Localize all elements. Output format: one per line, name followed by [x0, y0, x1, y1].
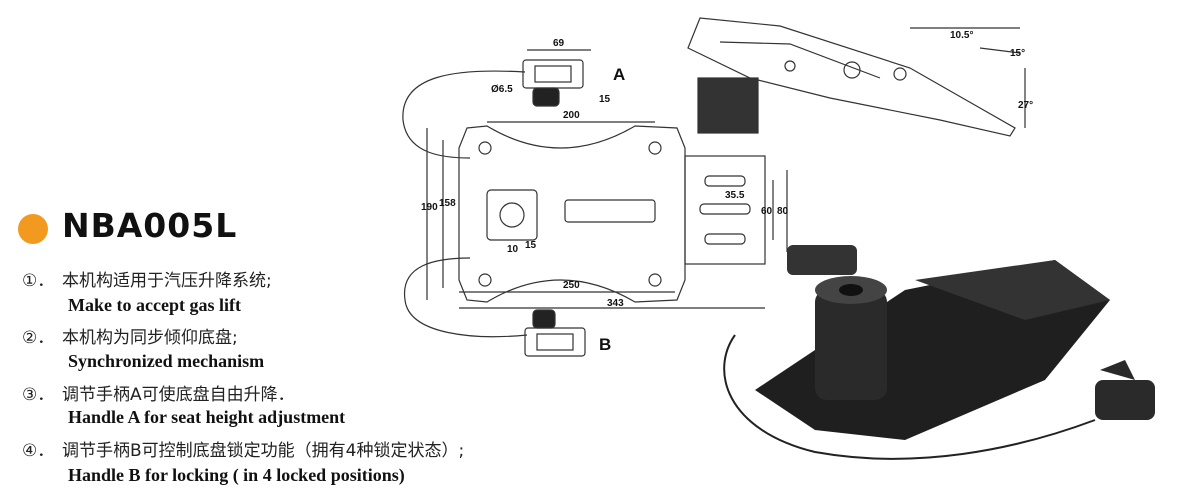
feature-1-cn: ①．本机构适用于汽压升降系统;: [22, 271, 272, 291]
dim-250: 250: [563, 280, 580, 291]
feature-2-cn: ②．本机构为同步倾仰底盘;: [22, 328, 238, 348]
product-photo: [723, 245, 1155, 460]
dim-15-a: 15: [599, 94, 611, 105]
dim-27-deg: 27°: [1018, 100, 1033, 111]
dim-60: 60: [761, 206, 773, 217]
handle-b-label: B: [599, 335, 611, 354]
dim-35-5: 35.5: [725, 190, 745, 201]
feature-3-en: Handle A for seat height adjustment: [68, 407, 346, 427]
dim-10: 10: [507, 244, 519, 255]
dim-200: 200: [563, 110, 580, 121]
dim-69: 69: [553, 38, 565, 49]
dim-6-5: Ø6.5: [491, 84, 513, 95]
top-view-drawing: 69 Ø6.5 15 200 190 158 10 15 35.5 60 80 …: [402, 38, 789, 357]
feature-3-cn: ③．调节手柄A可使底盘自由升降．: [22, 385, 295, 405]
feature-1-en: Make to accept gas lift: [68, 295, 241, 315]
dim-80: 80: [777, 206, 789, 217]
model-title: NBA005L: [62, 206, 238, 245]
feature-4-en: Handle B for locking ( in 4 locked posit…: [68, 465, 405, 485]
dim-15-deg: 15°: [1010, 48, 1025, 59]
dim-15-b: 15: [525, 240, 537, 251]
dim-10-5-deg: 10.5°: [950, 30, 973, 41]
feature-2-en: Synchronized mechanism: [68, 351, 265, 371]
dim-158: 158: [439, 198, 456, 209]
dim-343: 343: [607, 298, 624, 309]
side-view-drawing: 10.5° 15° 27°: [687, 17, 1033, 137]
dim-190: 190: [421, 202, 438, 213]
bullet-dot: [18, 214, 48, 244]
feature-4-cn: ④．调节手柄B可控制底盘锁定功能（拥有4种锁定状态）;: [22, 441, 465, 461]
handle-a-label: A: [613, 65, 625, 84]
